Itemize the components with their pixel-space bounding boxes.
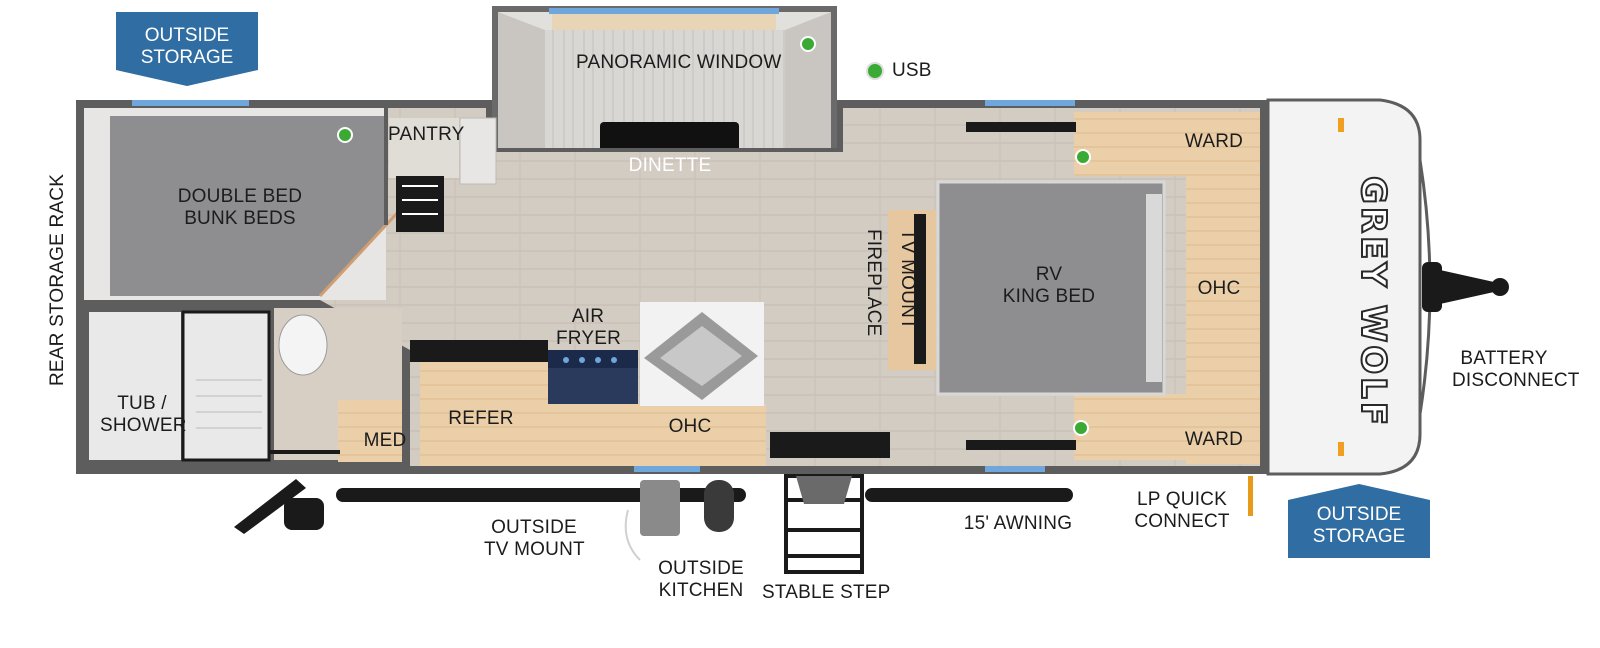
ward-top-label: WARD: [1184, 131, 1244, 152]
usb-legend-label: USB: [892, 60, 932, 81]
lp-quick-connect-line1: LP QUICK: [1137, 489, 1227, 510]
front-cap: [1266, 98, 1509, 476]
king-bed-line2: KING BED: [1002, 286, 1096, 307]
exterior-features: [234, 474, 1253, 574]
battery-disconnect-line1: BATTERY: [1460, 348, 1548, 369]
bunk-room: [84, 108, 497, 300]
awning-roller-right: [865, 488, 1073, 502]
lp-quick-connect-line2: CONNECT: [1134, 511, 1230, 532]
king-mattress: [936, 180, 1166, 396]
ward-bottom-label: WARD: [1184, 429, 1244, 450]
kitchen-ohc-label: OHC: [668, 416, 712, 437]
hitch-tongue: [1440, 270, 1494, 304]
awning-label: 15' AWNING: [963, 513, 1073, 534]
tub-shower-label: TUB /SHOWER: [100, 393, 187, 437]
air-fryer-line1: AIR: [571, 306, 605, 327]
tub-shower-line1: TUB /: [117, 393, 167, 414]
tv: [914, 214, 926, 364]
stable-step-drawing: [784, 474, 864, 574]
usb-dot: [337, 127, 353, 143]
outside-storage-bottom-line1: OUTSIDE: [1316, 504, 1402, 525]
tv-mount-label: TV MOUNT: [897, 229, 918, 330]
bedroom: [888, 112, 1260, 464]
outside-storage-top-line1: OUTSIDE: [144, 25, 230, 46]
rear-window: [132, 100, 249, 106]
stable-step-label: STABLE STEP: [762, 582, 891, 603]
bedroom-window-top: [985, 100, 1075, 106]
pantry-label: PANTRY: [388, 124, 465, 145]
fireplace-label: FIREPLACE: [863, 229, 884, 337]
wardrobe-ohc-wall: [1186, 112, 1260, 464]
bunk-mattress: [110, 116, 384, 296]
dinette-label: DINETTE: [628, 155, 712, 176]
awning-roller-left: [336, 488, 746, 502]
battery-disconnect-line2: DISCONNECT: [1452, 370, 1580, 391]
med-label: MED: [363, 430, 407, 451]
air-fryer-line2: FRYER: [556, 328, 622, 349]
bunk-beds-line2: BUNK BEDS: [184, 208, 296, 229]
rear-storage-rack-label: REAR STORAGE RACK: [47, 173, 68, 386]
panoramic-window-glass: [549, 8, 779, 14]
bathroom: [84, 300, 410, 466]
outside-storage-bottom-line2: STORAGE: [1312, 526, 1406, 547]
bedroom-ohc-label: OHC: [1197, 278, 1241, 299]
outside-storage-top-line2: STORAGE: [140, 47, 234, 68]
outside-tv-mount-line1: OUTSIDE: [491, 517, 577, 538]
usb-markers: [337, 36, 1091, 436]
bunk-beds-line1: DOUBLE BED: [177, 186, 303, 207]
bunk-ladder: [396, 176, 444, 232]
king-bed-line1: RV: [1035, 264, 1063, 285]
usb-dot: [1073, 420, 1089, 436]
grey-wolf-logo: GREY WOLF: [1352, 175, 1394, 429]
kitchen: [410, 302, 890, 466]
refrigerator: [420, 358, 548, 466]
usb-dot: [1075, 149, 1091, 165]
tongue-jack: [1422, 262, 1442, 312]
tub-shower-line2: SHOWER: [100, 415, 187, 436]
lp-quick-connect-fitting: [1248, 476, 1253, 516]
outside-kitchen-line2: KITCHEN: [658, 580, 744, 601]
usb-legend-dot: [866, 62, 884, 80]
fireplace-cabinet: [888, 210, 936, 370]
refer-label: REFER: [448, 408, 514, 429]
usb-dot: [800, 36, 816, 52]
panoramic-window-label: PANORAMIC WINDOW: [576, 52, 782, 73]
outside-kitchen-line1: OUTSIDE: [658, 558, 744, 579]
kitchen-counter: [536, 404, 766, 466]
toilet: [278, 314, 328, 376]
outside-tv-mount-line2: TV MOUNT: [484, 539, 585, 560]
kitchen-window: [634, 466, 700, 472]
bedroom-window-bottom: [985, 466, 1045, 472]
